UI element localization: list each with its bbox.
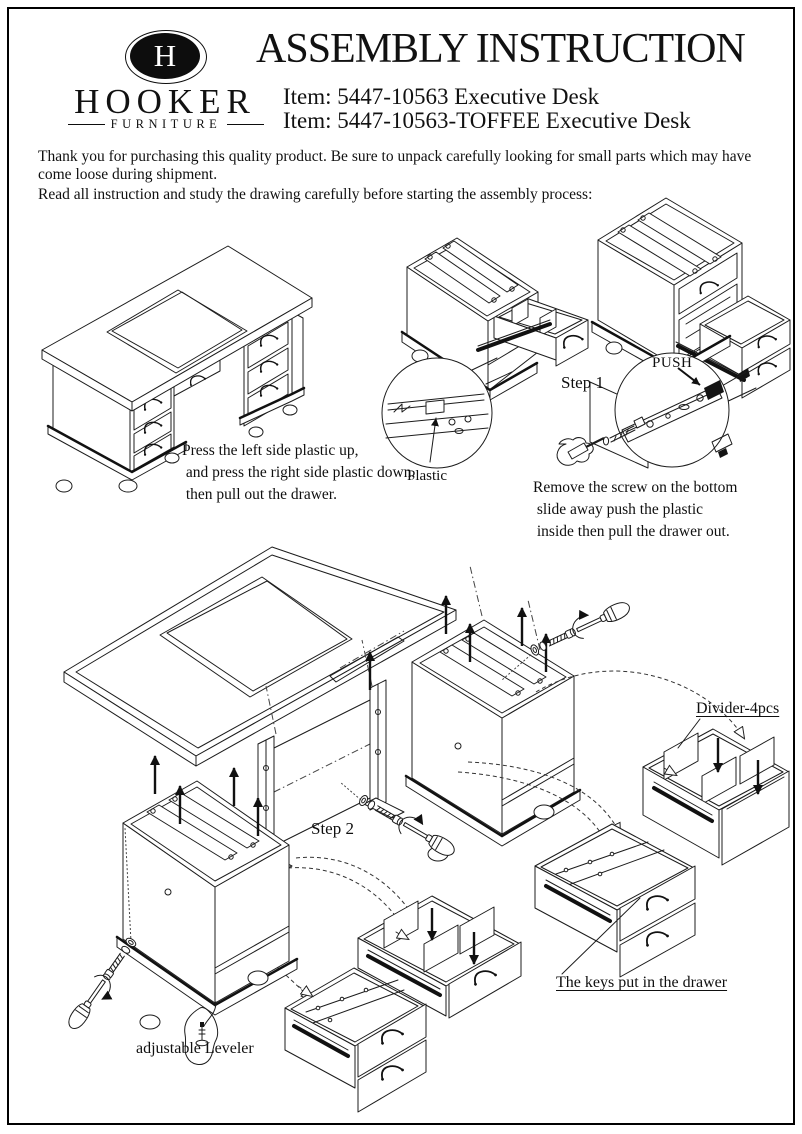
step-2-label: Step 2 [311, 819, 354, 838]
exploded-keys-drawer [534, 823, 696, 978]
screw-and-screwdriver-middle [339, 781, 459, 861]
exploded-divider-drawer [642, 718, 790, 866]
exploded-right-pedestal [404, 595, 582, 862]
push-label: PUSH [652, 355, 693, 371]
exploded-bottom-drawer [284, 967, 427, 1113]
leveler-label: adjustable Leveler [136, 1040, 254, 1057]
hooker-logo-ring [125, 30, 207, 84]
hooker-logo-icon: H [130, 33, 200, 79]
brand-subtitle-row: FURNITURE [68, 117, 264, 132]
keys-note: The keys put in the drawer [556, 974, 728, 991]
rule-left [68, 124, 105, 125]
page-title: ASSEMBLY INSTRUCTION [256, 26, 746, 72]
page-border [7, 7, 795, 1125]
plastic-label: Plastic [407, 468, 447, 484]
item-number-1: Item: 5447-10563 Executive Desk [283, 84, 600, 109]
divider-label: Divider-4pcs [696, 700, 780, 717]
screw-and-screwdriver-bottom [63, 827, 142, 1034]
brand-subtitle: FURNITURE [110, 117, 222, 131]
exploded-center-divider-drawer [357, 895, 522, 1019]
push-detail-callout [556, 352, 733, 469]
desk-overview-drawing [41, 245, 313, 493]
intro-paragraph: Thank you for purchasing this quality pr… [38, 148, 752, 184]
cabinet-file-drawer-drawing [590, 197, 791, 405]
brand-name: HOOKER [74, 82, 256, 121]
step-1-label: Step 1 [561, 373, 604, 392]
logo-monogram: H [153, 38, 177, 73]
screw-and-screwdriver-top [501, 596, 633, 681]
exploded-desk-top [63, 546, 541, 767]
remove-note: Remove the screw on the bottom slide awa… [533, 479, 738, 540]
rule-right [227, 124, 264, 125]
item-number-2: Item: 5447-10563-TOFFEE Executive Desk [283, 108, 691, 133]
exploded-left-pedestal [115, 755, 299, 1065]
press-note: Press the left side plastic up, and pres… [182, 442, 416, 503]
intro-read-note: Read all instruction and study the drawi… [38, 186, 593, 203]
plastic-detail-callout [381, 357, 493, 469]
